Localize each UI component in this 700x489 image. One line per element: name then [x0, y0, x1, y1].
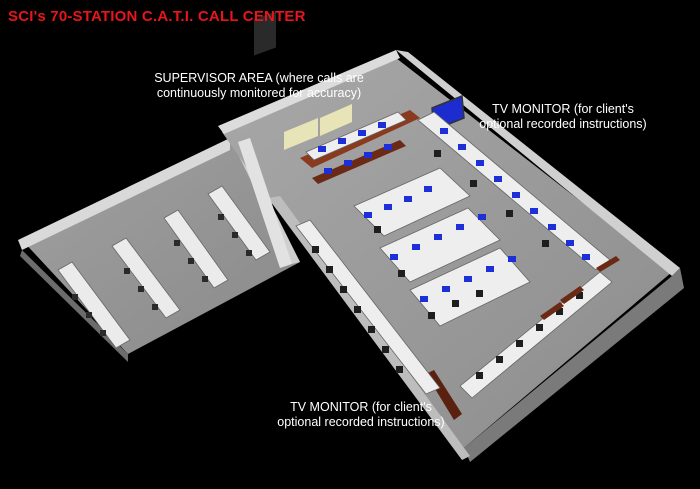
- workstation-row: [163, 209, 229, 289]
- workstation-row: [207, 185, 271, 261]
- doorway: [254, 11, 276, 56]
- workstation-row: [111, 237, 181, 319]
- tv-top-label-line2: optional recorded instructions): [479, 117, 647, 131]
- main-back-wall-right: [396, 50, 680, 276]
- supervisor-cabinet-2: [320, 104, 352, 136]
- workstation-row: [295, 219, 441, 395]
- desk-accents: [540, 256, 620, 320]
- supervisor-label-line1: SUPERVISOR AREA (where calls are: [154, 71, 364, 85]
- corridor-wall: [238, 138, 292, 268]
- workstation-monitors: [318, 122, 590, 302]
- main-right-outer-wall: [464, 268, 684, 462]
- tv-bottom-label-line2: optional recorded instructions): [277, 415, 445, 429]
- workstation-row: [57, 261, 131, 349]
- supervisor-cabinet-1: [284, 118, 318, 150]
- main-workstations: [295, 111, 613, 399]
- tv-top-label-line1: TV MONITOR (for client's: [492, 102, 634, 116]
- main-back-wall-left: [218, 50, 400, 134]
- tv-bottom-label-line1: TV MONITOR (for client's: [290, 400, 432, 414]
- supervisor-desk-row-2: [312, 140, 406, 184]
- left-wing-workstations: [57, 185, 271, 349]
- page-title: SCI's 70-STATION C.A.T.I. CALL CENTER: [8, 8, 306, 25]
- tv-monitor-top-label: TV MONITOR (for client's optional record…: [464, 102, 662, 132]
- supervisor-area-label: SUPERVISOR AREA (where calls are continu…: [140, 71, 378, 101]
- supervisor-label-line2: continuously monitored for accuracy): [156, 86, 362, 100]
- tv-monitor-bottom-label: TV MONITOR (for client's optional record…: [262, 400, 460, 430]
- chairs: [312, 150, 583, 379]
- left-wing-back-wall: [18, 138, 230, 250]
- office-chair-icon: [72, 214, 252, 336]
